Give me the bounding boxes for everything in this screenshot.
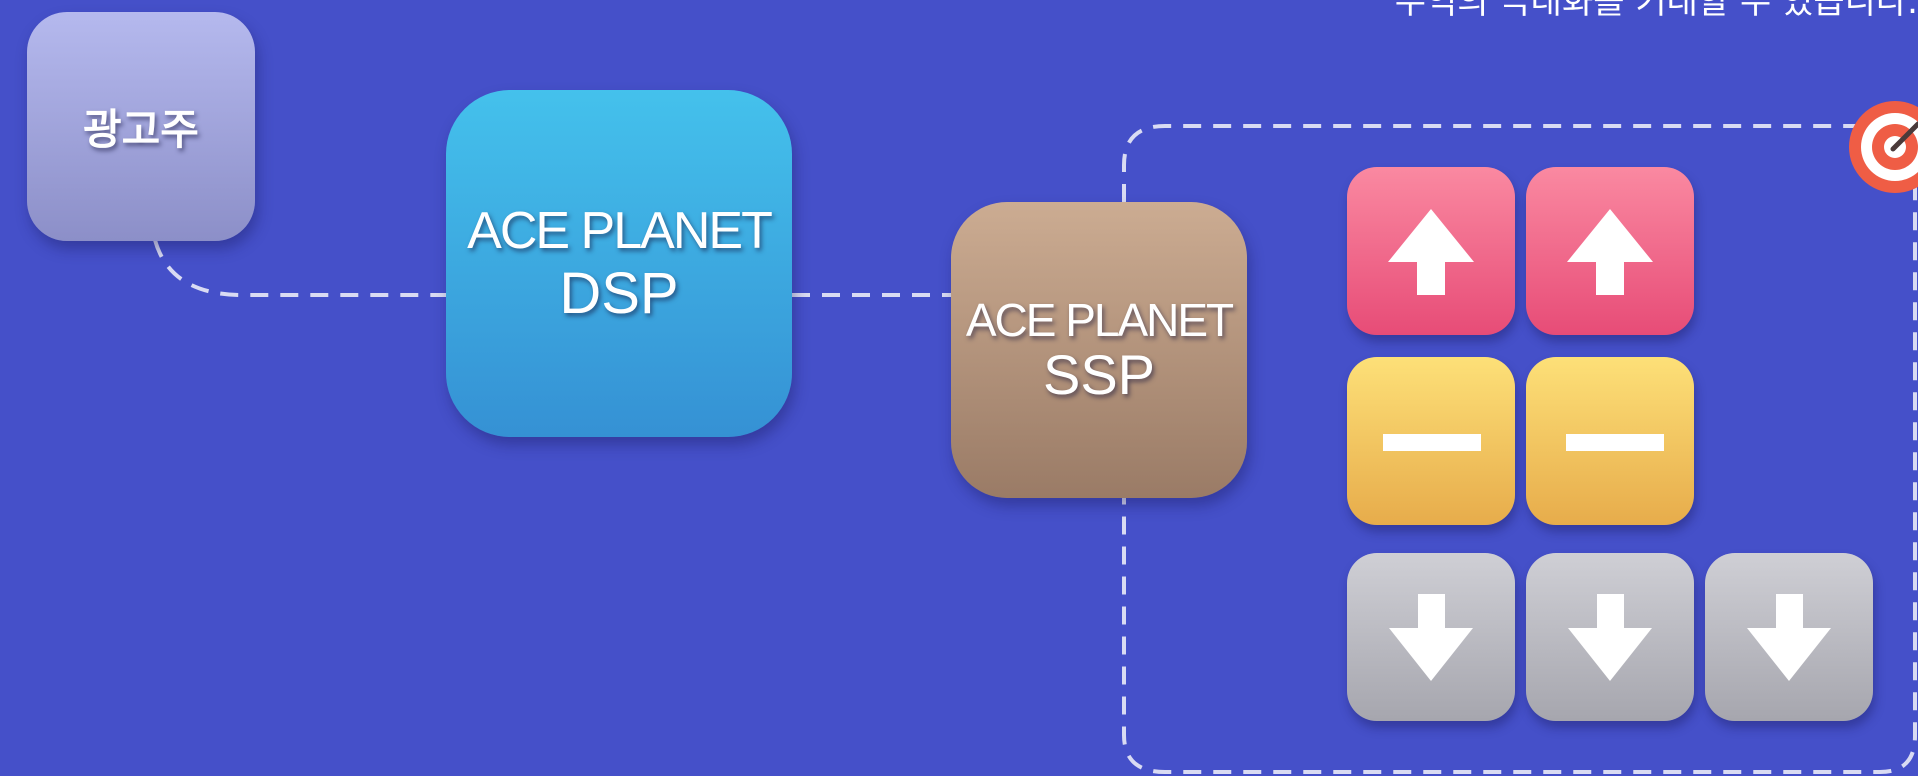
arrow-up-tile (1347, 167, 1515, 335)
caption-text: 수익의 극대화를 기대할 수 있습니다. (1394, 0, 1918, 22)
arrow-up-icon (1567, 209, 1653, 295)
dsp-label-line2: DSP (559, 260, 679, 326)
advertiser-label: 광고주 (83, 105, 199, 154)
minus-icon (1566, 434, 1664, 451)
arrow-up-tile (1526, 167, 1694, 335)
dsp-node: ACE PLANET DSP (446, 90, 792, 437)
arrow-down-tile (1705, 553, 1873, 721)
target-icon (1849, 101, 1918, 193)
dsp-label-line1: ACE PLANET (467, 201, 773, 260)
minus-icon (1383, 434, 1481, 451)
arrow-down-icon (1747, 594, 1831, 681)
ssp-label-line2: SSP (1042, 343, 1156, 406)
arrow-up-icon (1388, 209, 1474, 295)
arrow-down-icon (1568, 594, 1652, 681)
advertiser-node: 광고주 (27, 12, 255, 241)
ssp-node: ACE PLANET SSP (951, 202, 1247, 498)
arrow-down-tile (1347, 553, 1515, 721)
ssp-group-boundary (1122, 124, 1917, 774)
equal-tile (1347, 357, 1515, 525)
ssp-label-line1: ACE PLANET (965, 294, 1234, 346)
connector-advertiser-dsp (153, 239, 446, 297)
arrow-down-tile (1526, 553, 1694, 721)
arrow-down-icon (1389, 594, 1473, 681)
equal-tile (1526, 357, 1694, 525)
